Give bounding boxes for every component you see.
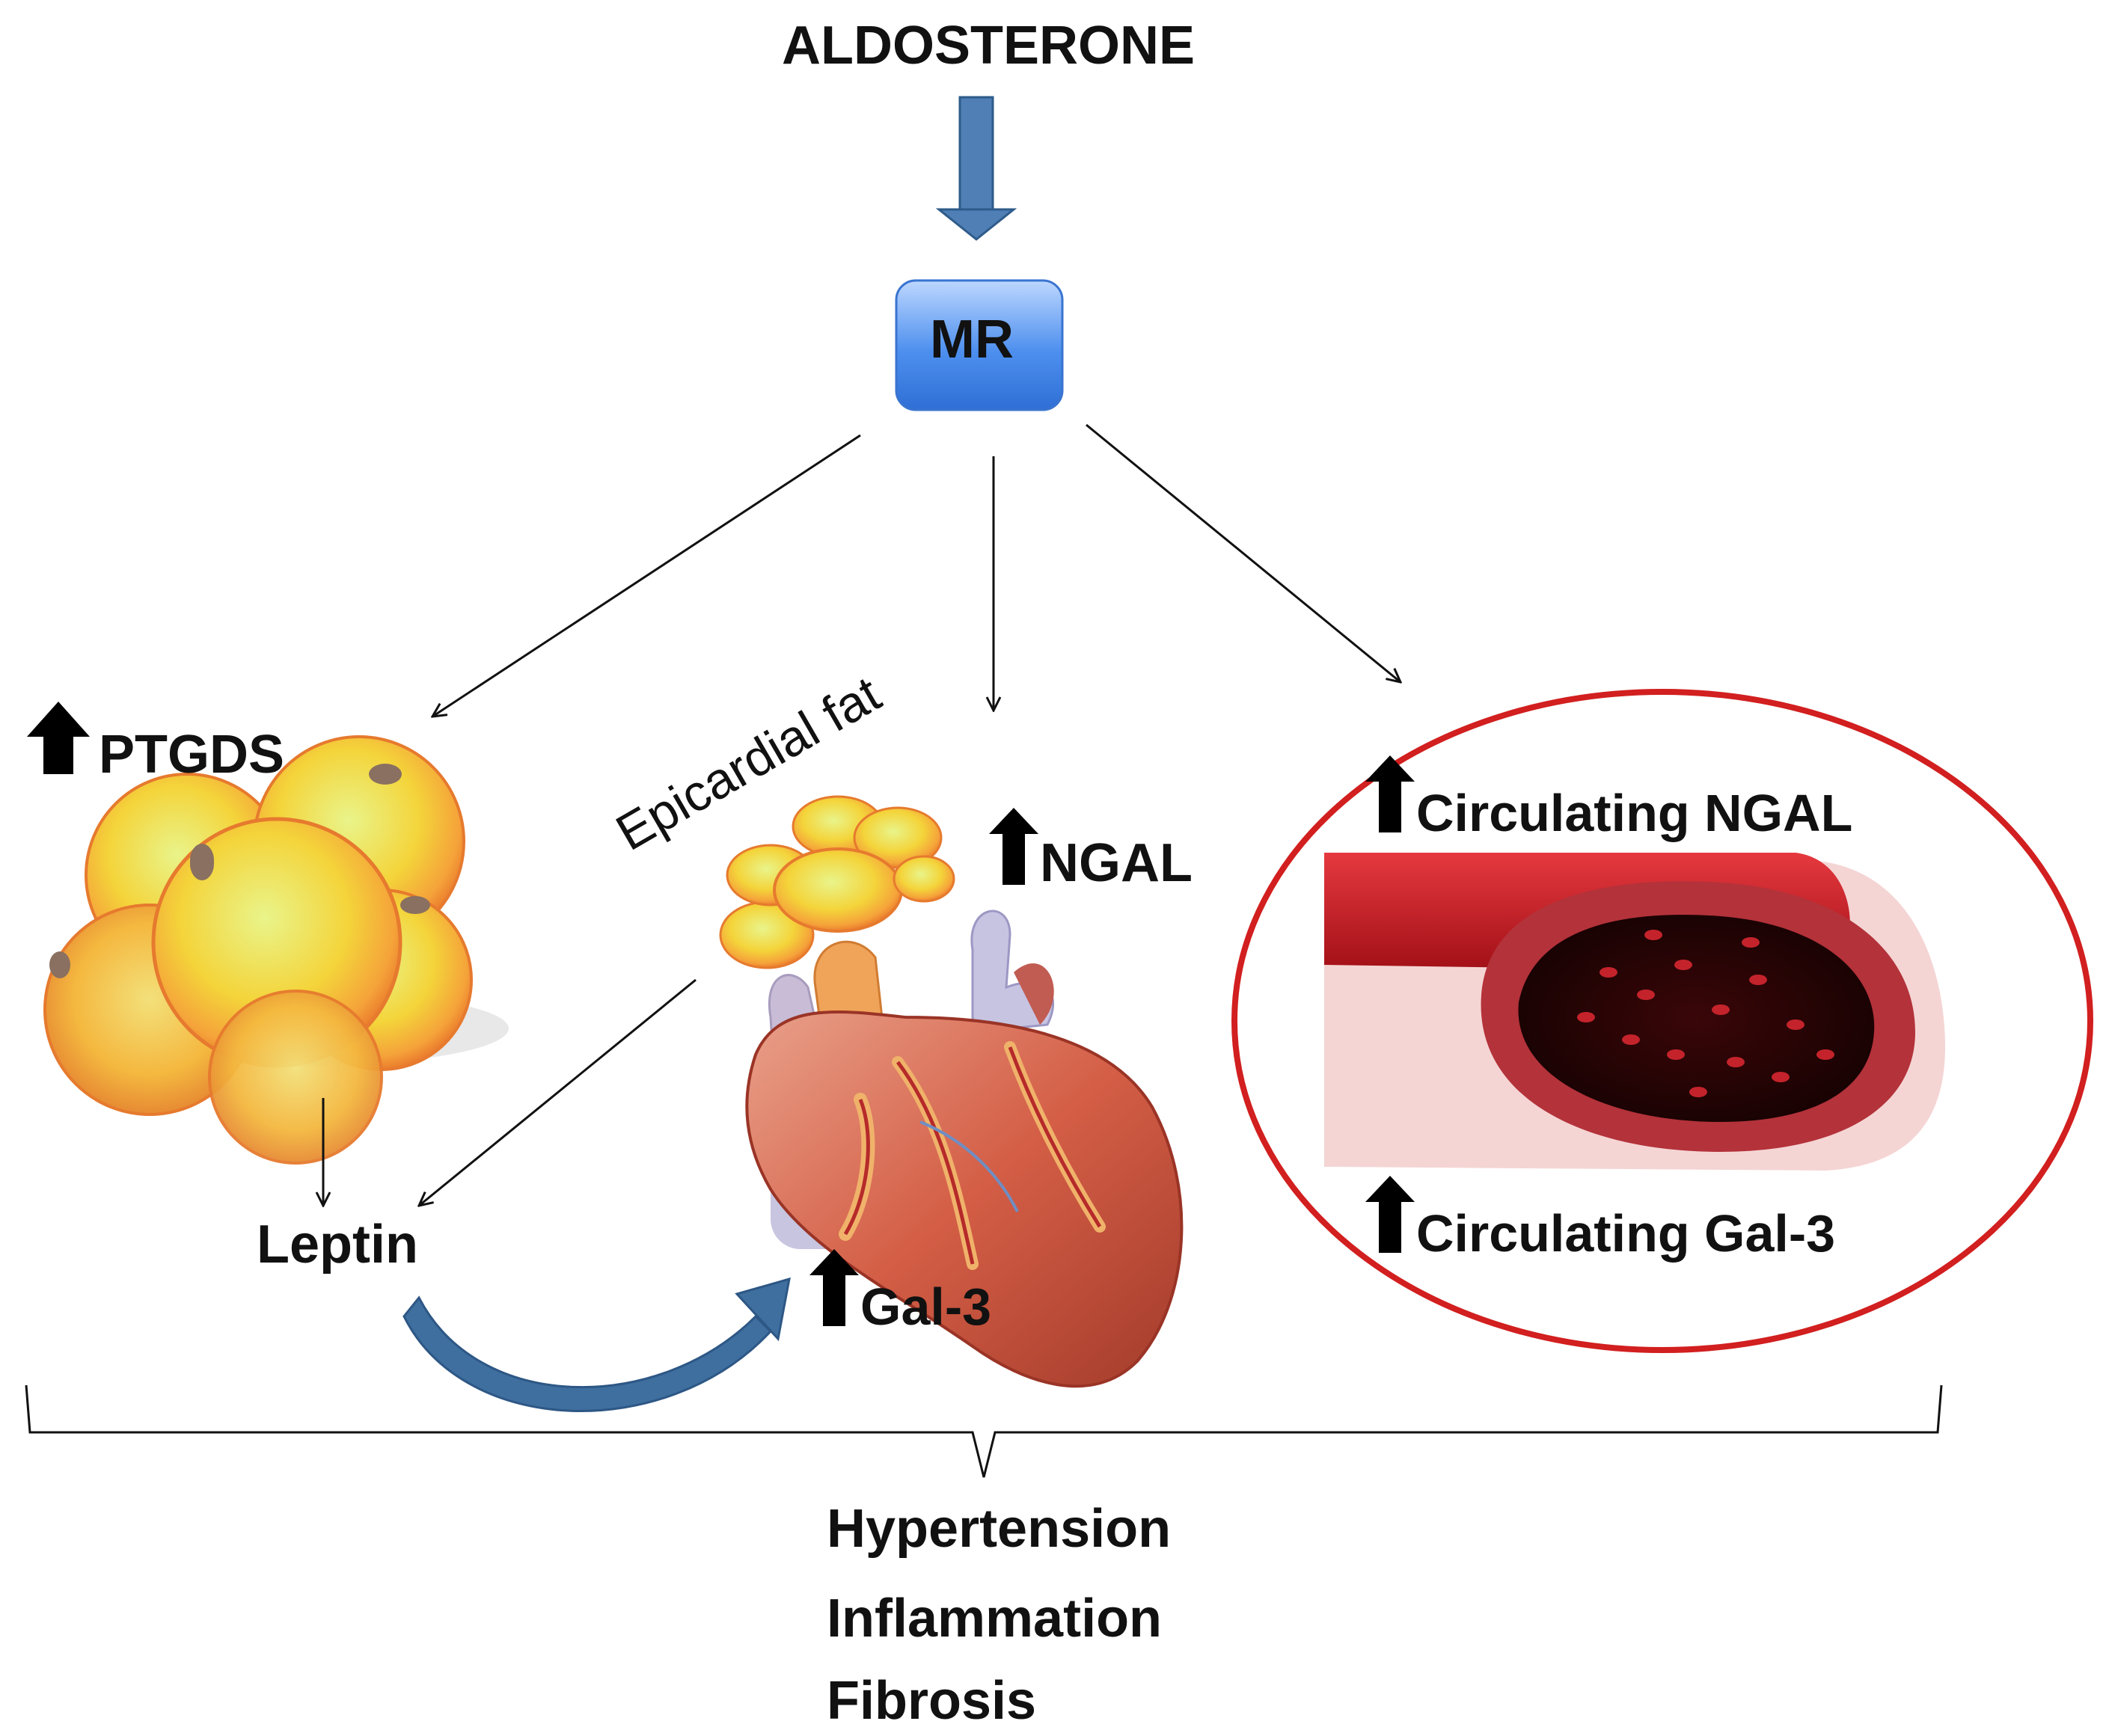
ngal-label: NGAL: [1040, 833, 1193, 893]
mr-label: MR: [930, 310, 1014, 369]
aldosterone-to-mr-arrow: [935, 96, 1017, 241]
up-arrow-icon: [809, 1249, 859, 1326]
leptin-label: Leptin: [257, 1215, 418, 1275]
up-arrow-icon: [1365, 755, 1415, 832]
epicardial-to-leptin-arrow: [419, 978, 697, 1206]
outcome-brace: [25, 1384, 1943, 1478]
up-arrow-icon: [27, 702, 90, 774]
ptgds-label: PTGDS: [99, 725, 285, 785]
circulating-ngal-label: Circulating NGAL: [1416, 784, 1853, 842]
outcome-fibrosis: Fibrosis: [827, 1671, 1037, 1731]
fat-cells-illustration: [43, 735, 509, 1165]
mr-box: [895, 279, 1064, 411]
mr-to-vessel-arrow: [1086, 423, 1401, 682]
up-arrow-icon: [989, 808, 1038, 885]
leptin-to-gal3-curved-arrow: [402, 1277, 791, 1412]
outcome-hypertension: Hypertension: [827, 1499, 1172, 1559]
aldosterone-label: ALDOSTERONE: [782, 16, 1196, 76]
outcome-inflammation: Inflammation: [827, 1589, 1163, 1648]
mr-to-adipocytes-arrow: [432, 434, 861, 717]
blood-vessel-illustration: [1324, 849, 1945, 1171]
epicardial-fat-illustration: [719, 795, 955, 969]
up-arrow-icon: [1365, 1176, 1415, 1253]
heart-illustration: [745, 910, 1184, 1388]
gal3-label: Gal-3: [860, 1278, 992, 1336]
circulating-gal3-label: Circulating Gal-3: [1416, 1204, 1836, 1263]
